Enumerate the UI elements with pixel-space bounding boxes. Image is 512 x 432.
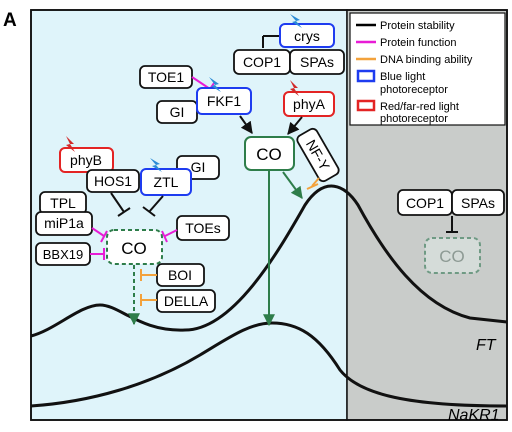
cop1-right-label: COP1: [406, 195, 444, 211]
phya-cluster: phyA: [283, 80, 335, 135]
legend-text-blue-light: Blue light: [380, 71, 425, 83]
toes-box: [176, 215, 230, 241]
legend: Protein stability Protein function DNA b…: [349, 12, 506, 126]
gi-ztl-label: GI: [191, 159, 206, 175]
crys-box: [279, 23, 335, 48]
legend-swatch-blue-light: [356, 69, 376, 83]
phya-to-co-arrow: [287, 116, 303, 135]
legend-text-protein-stability: Protein stability: [380, 20, 455, 32]
plot-frame: [30, 9, 508, 421]
bbx19-label: BBX19: [43, 247, 83, 262]
ft-curve: [30, 184, 508, 338]
toes-inhibits-co-line: [164, 229, 178, 237]
legend-text-protein-function: Protein function: [380, 37, 456, 49]
legend-text-dna-binding: DNA binding ability: [380, 54, 473, 66]
fkf1-label: FKF1: [207, 93, 241, 109]
phya-label: phyA: [293, 96, 326, 112]
toes-inhibits-co-bar: [161, 230, 168, 243]
phya-light-bolt-icon: [290, 80, 299, 96]
legend-box: [349, 12, 506, 126]
phyb-light-bolt-icon: [66, 136, 75, 152]
toes-label: TOEs: [185, 220, 221, 236]
ztl-inhibits-co-line: [148, 195, 164, 213]
fkf1-to-co-arrow: [239, 115, 253, 134]
tpl-label: TPL: [50, 195, 76, 211]
gi-fkf1-label: GI: [170, 104, 185, 120]
della-label: DELLA: [164, 293, 209, 309]
fkf1-box: [196, 87, 252, 115]
mip1a-inhibits-co-bar: [100, 230, 108, 243]
co-right-label: CO: [439, 247, 465, 266]
cop1-top-label: COP1: [243, 54, 281, 70]
ft-label: FT: [476, 337, 497, 354]
mip1a-box: [35, 211, 93, 236]
co-right-box: [424, 237, 481, 274]
hos1-inhibits-co-line: [110, 192, 125, 213]
nakr1-label: NaKR1: [448, 407, 500, 424]
crys-label: crys: [294, 28, 320, 44]
spas-top-label: SPAs: [300, 54, 334, 70]
phyb-label: phyB: [70, 152, 102, 168]
phyb-ztl-cluster: phyB HOS1 GI ZTL: [59, 136, 220, 217]
left-co-cluster: TPL miP1a BBX19 CO TOEs BOI DELLA: [35, 191, 230, 326]
hos1-inhibits-co-bar: [117, 207, 131, 217]
ztl-inhibits-co-bar: [142, 206, 156, 217]
nfy-orange-line: [311, 177, 320, 187]
crys-cop1-spas-cluster: crys COP1 SPAs: [233, 14, 345, 75]
phya-box: [283, 91, 335, 117]
co-to-ft-arrow: [282, 171, 303, 199]
hos1-box: [86, 169, 140, 193]
ztl-label: ZTL: [154, 174, 179, 190]
legend-text-blue-light-2: photoreceptor: [380, 84, 448, 96]
co-center-box: [244, 136, 295, 171]
ztl-box: [140, 168, 192, 196]
fkf1-light-bolt-icon: [209, 77, 221, 92]
co-center-label: CO: [256, 145, 282, 164]
boi-label: BOI: [168, 267, 192, 283]
crys-light-bolt-icon: [290, 14, 302, 28]
spas-right-label: SPAs: [461, 195, 495, 211]
fkf1-cluster: TOE1 GI FKF1: [139, 65, 253, 134]
nfy-orange-bar: [306, 183, 319, 190]
panel-label: A: [3, 10, 17, 31]
toe1-label: TOE1: [148, 69, 185, 85]
night-cop1-cluster: COP1 SPAs CO: [397, 189, 505, 274]
ztl-light-bolt-icon: [150, 158, 162, 172]
legend-text-red-light: Red/far-red light: [380, 101, 459, 113]
legend-text-red-light-2: photoreceptor: [380, 113, 448, 125]
legend-swatch-red-light: [356, 99, 376, 112]
co-left-box: [106, 229, 163, 265]
nfy-box: [296, 127, 340, 183]
hos1-label: HOS1: [94, 173, 132, 189]
mip1a-inhibits-co-line: [91, 227, 105, 237]
mip1a-label: miP1a: [44, 215, 84, 231]
phyb-box: [59, 147, 114, 173]
spas-right-box: [451, 189, 505, 216]
spas-top-box: [289, 49, 345, 75]
co-left-label: CO: [121, 239, 147, 258]
